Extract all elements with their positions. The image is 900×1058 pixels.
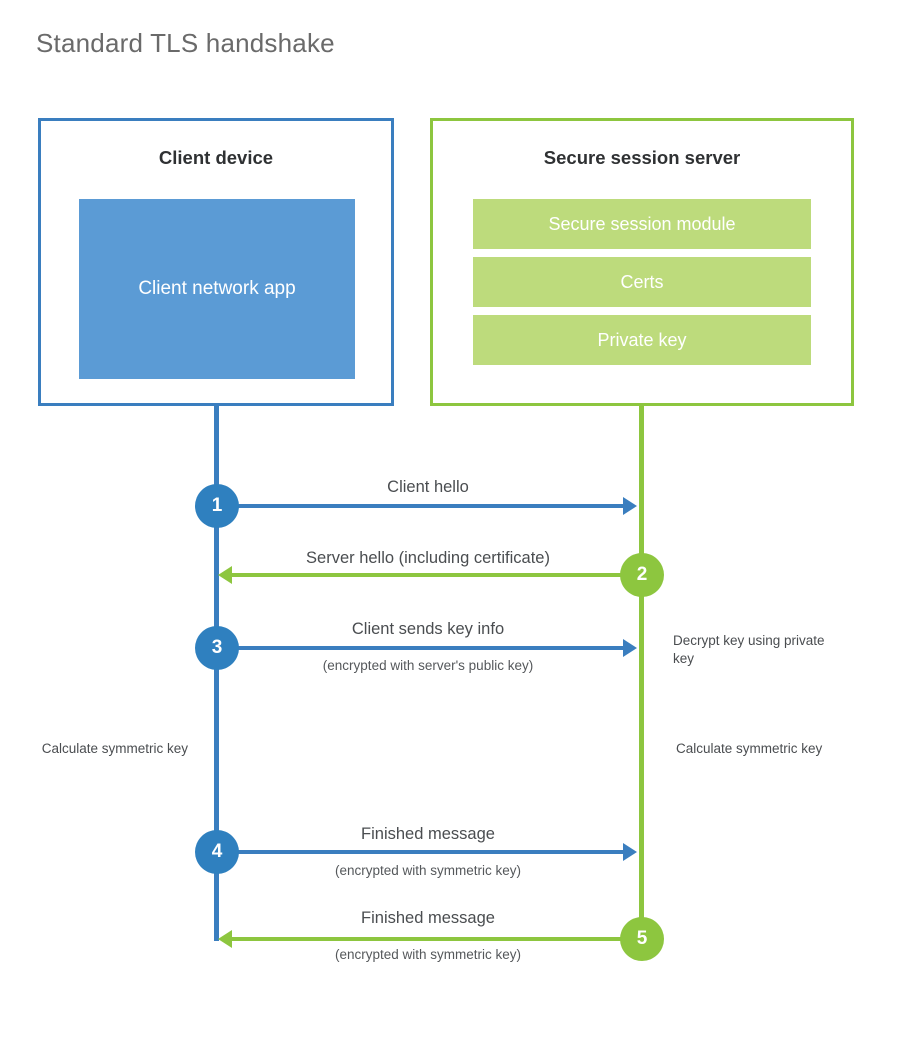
server-component-certs: Certs <box>473 257 811 307</box>
step-1-arrow-line <box>216 504 623 508</box>
step-1-label: Client hello <box>387 478 469 496</box>
step-4-marker[interactable]: 4 <box>195 830 239 874</box>
step-5-arrow-line <box>232 937 641 941</box>
step-4-arrow-head-icon <box>623 843 637 861</box>
annotation-server-calculate-symmetric-key: Calculate symmetric key <box>676 741 823 756</box>
server-component-stack: Secure session module Certs Private key <box>473 199 811 365</box>
server-lifeline <box>639 403 644 941</box>
page-title: Standard TLS handshake <box>36 28 335 58</box>
annotation-client-calculate-symmetric-key: Calculate symmetric key <box>41 741 188 756</box>
client-lifeline <box>214 403 219 941</box>
step-3-sublabel: (encrypted with server's public key) <box>322 658 534 673</box>
step-3-arrow-head-icon <box>623 639 637 657</box>
step-5-label: Finished message <box>361 909 495 927</box>
step-4-sublabel: (encrypted with symmetric key) <box>334 863 522 878</box>
step-2-arrow-line <box>232 573 641 577</box>
step-2-marker[interactable]: 2 <box>620 553 664 597</box>
server-component-secure-session-module: Secure session module <box>473 199 811 249</box>
step-4-arrow-line <box>216 850 623 854</box>
step-1-arrow-head-icon <box>623 497 637 515</box>
step-5-sublabel: (encrypted with symmetric key) <box>334 947 522 962</box>
step-5-arrow-head-icon <box>218 930 232 948</box>
step-4-label: Finished message <box>361 825 495 843</box>
step-1-marker[interactable]: 1 <box>195 484 239 528</box>
step-3-label: Client sends key info <box>351 620 505 638</box>
annotation-server-decrypt: Decrypt key using private key <box>673 633 825 667</box>
step-2-label: Server hello (including certificate) <box>306 549 550 567</box>
secure-session-server-box: Secure session server Secure session mod… <box>430 118 854 406</box>
client-device-title: Client device <box>158 147 274 168</box>
step-2-arrow-head-icon <box>218 566 232 584</box>
step-3-arrow-line <box>216 646 623 650</box>
server-component-private-key: Private key <box>473 315 811 365</box>
client-device-box: Client device Client network app <box>38 118 394 406</box>
client-network-app-block: Client network app <box>79 199 355 379</box>
secure-session-server-title: Secure session server <box>543 147 741 168</box>
step-5-marker[interactable]: 5 <box>620 917 664 961</box>
step-3-marker[interactable]: 3 <box>195 626 239 670</box>
